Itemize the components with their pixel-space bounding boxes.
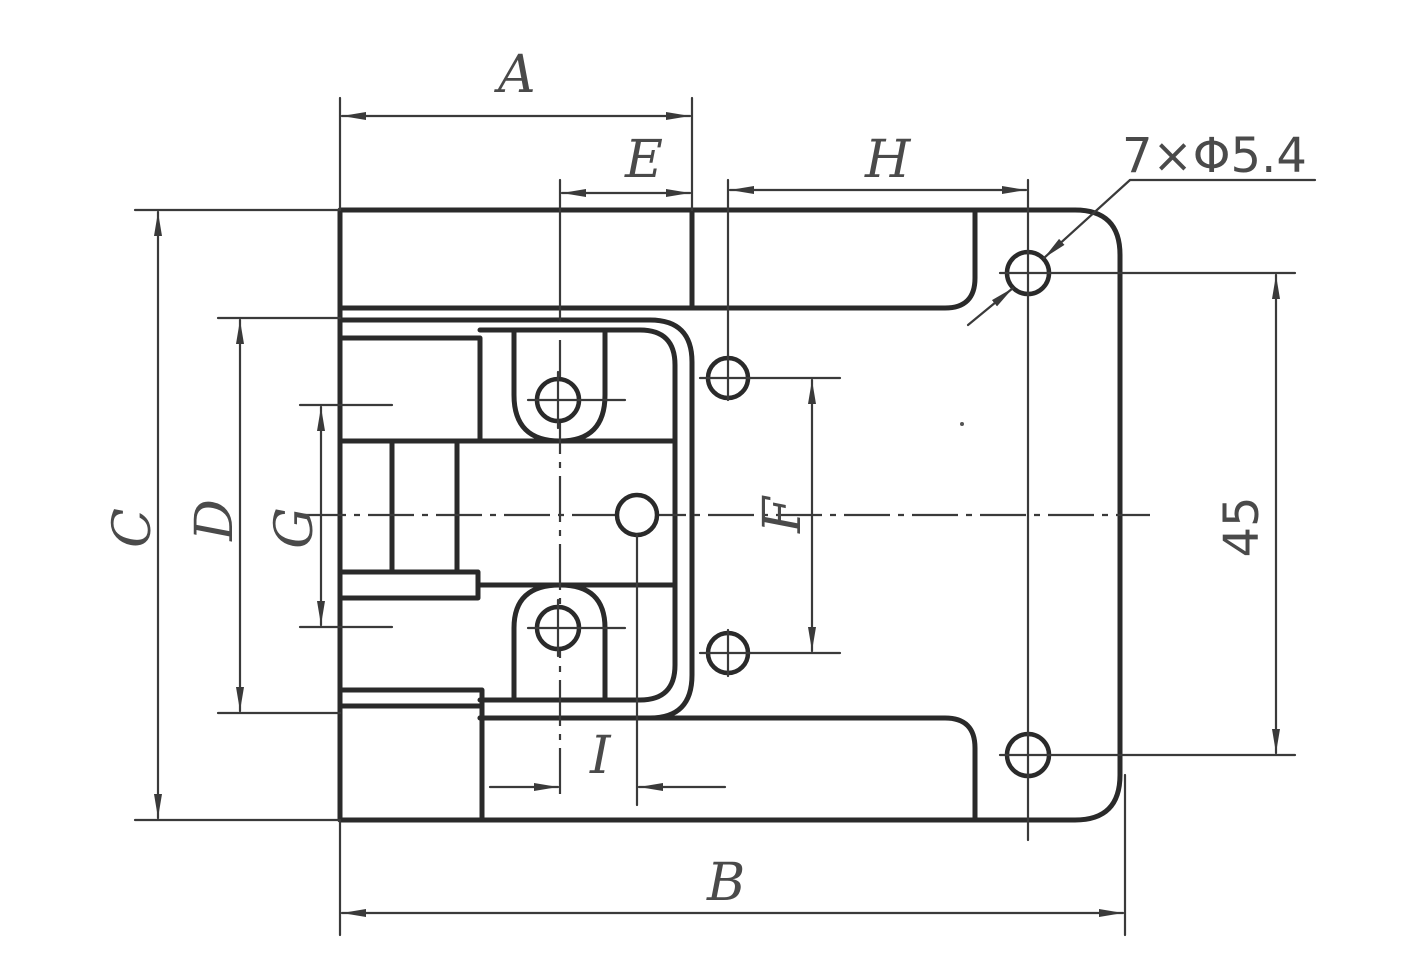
label-B: B [706,853,745,913]
label-G: G [265,507,325,549]
label-45: 45 [1214,496,1270,557]
lower-left-block [337,687,485,823]
dimension-lines [154,112,1317,917]
hole-lower-right [698,628,842,678]
bottom-arm-edge [477,715,978,823]
top-arm-edge [337,207,978,311]
hole-bottom-corner [998,731,1297,779]
holes-leader-diag [1042,178,1132,260]
label-F: F [753,495,813,534]
label-E: E [624,130,663,190]
dimension-labels: A E H B I C D G F 45 7×Φ5.4 [103,45,1307,913]
label-I: I [589,726,612,786]
hole-upper-lug [526,370,627,430]
holes-leader-diag-2 [966,286,1015,327]
extension-lines [133,96,1127,937]
label-H: H [864,130,912,190]
holes [526,249,1297,807]
label-D: D [185,499,245,542]
upper-left-block [337,335,483,444]
cavity-outer-boundary [337,317,695,721]
hole-upper-right [698,353,842,402]
outer-contour [337,207,1123,823]
label-holes-callout: 7×Φ5.4 [1122,128,1307,184]
hole-center [614,492,660,807]
hole-lower-lug [526,598,627,658]
label-C: C [103,508,163,548]
label-A: A [494,45,536,105]
lower-left-strip [337,569,481,601]
speck [960,422,964,426]
